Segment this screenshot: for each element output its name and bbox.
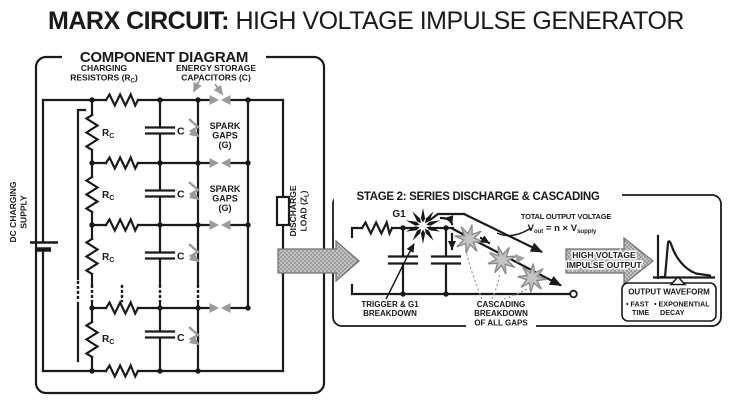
component-title-mask bbox=[62, 48, 266, 65]
stage2-bottom-mask bbox=[466, 318, 536, 331]
spark-gaps-label-1: SPARK bbox=[210, 121, 241, 131]
rc-label-3: RC bbox=[102, 252, 114, 264]
charging-resistors-label-2: RESISTORS (RC) bbox=[70, 73, 138, 85]
rc-label-2: RC bbox=[102, 190, 114, 202]
component-panel-title: COMPONENT DIAGRAM bbox=[80, 49, 248, 66]
junction-nodes bbox=[89, 97, 251, 374]
cascade-spark-3 bbox=[517, 263, 547, 293]
upper-discharge-arrow bbox=[462, 212, 543, 253]
c-label-3: C bbox=[177, 251, 185, 263]
dc-supply-battery-icon bbox=[30, 241, 58, 252]
cascading-leaders bbox=[466, 253, 530, 300]
svg-text:IMPULSE OUTPUT: IMPULSE OUTPUT bbox=[566, 260, 642, 270]
svg-text:DECAY: DECAY bbox=[660, 308, 685, 317]
cascade-spark-2 bbox=[487, 245, 517, 275]
capacitor-pointer-arrow bbox=[193, 80, 202, 93]
svg-text:GAPS: GAPS bbox=[212, 131, 238, 141]
energy-storage-label-2: CAPACITORS (C) bbox=[181, 73, 251, 83]
charging-resistors-label: CHARGING bbox=[81, 63, 128, 73]
panel-connector-arrow-icon bbox=[277, 239, 360, 283]
repeat-stages-ellipsis bbox=[90, 284, 200, 303]
c-label-1: C bbox=[177, 126, 185, 138]
c-label-4: C bbox=[177, 332, 185, 344]
svg-text:GAPS: GAPS bbox=[212, 194, 238, 204]
flow-arrows bbox=[439, 215, 525, 263]
impulse-waveform-curve bbox=[659, 240, 712, 279]
rc-label-1: RC bbox=[102, 128, 114, 140]
vout-leader bbox=[496, 227, 532, 237]
charging-resistors-horizontal bbox=[104, 91, 140, 380]
discharge-load-resistor bbox=[275, 195, 291, 227]
cascading-breakdown-label: CASCADING bbox=[477, 300, 525, 309]
dc-charging-supply-label: DC CHARGINGSUPPLY bbox=[8, 181, 29, 242]
impulse-output-arrow-icon bbox=[565, 236, 654, 286]
svg-text:BREAKDOWN: BREAKDOWN bbox=[474, 309, 528, 318]
svg-text:(G): (G) bbox=[219, 203, 232, 213]
impulse-arrow-label: HIGH VOLTAGE bbox=[572, 250, 636, 260]
energy-storage-capacitors bbox=[144, 126, 176, 339]
svg-text:OF ALL GAPS: OF ALL GAPS bbox=[474, 319, 528, 328]
stage2-panel-title: STAGE 2: SERIES DISCHARGE & CASCADING bbox=[357, 191, 600, 203]
rc-label-4: RC bbox=[102, 334, 114, 346]
page-title: MARX CIRCUIT: HIGH VOLTAGE IMPULSE GENER… bbox=[48, 7, 684, 35]
spark-gaps-label-2: SPARK bbox=[210, 184, 241, 194]
total-output-voltage-label: TOTAL OUTPUT VOLTAGE bbox=[521, 212, 612, 221]
callout-caret-icon bbox=[669, 275, 687, 286]
waveform-bullet-2: • EXPONENTIAL bbox=[654, 300, 710, 309]
g1-spark-core bbox=[413, 217, 433, 235]
stage2-title-mask bbox=[334, 188, 622, 202]
output-waveform-box bbox=[621, 282, 717, 322]
svg-text:BREAKDOWN: BREAKDOWN bbox=[363, 309, 417, 318]
charging-resistors-vertical bbox=[84, 113, 100, 359]
trigger-breakdown-label: TRIGGER & G1 bbox=[361, 300, 419, 309]
trigger-leader-arrow bbox=[385, 243, 415, 300]
g1-label: G1 bbox=[392, 209, 406, 220]
c-label-2: C bbox=[177, 189, 185, 201]
cascade-spark-1 bbox=[454, 224, 484, 254]
waveform-bullet-1: • FAST bbox=[626, 300, 649, 309]
stage2-panel: STAGE 2: SERIES DISCHARGE & CASCADING bbox=[332, 188, 722, 331]
vout-equation: Vout = n × Vsupply bbox=[528, 223, 597, 235]
ladder-wires bbox=[41, 98, 285, 373]
svg-text:(G): (G) bbox=[219, 140, 232, 150]
component-diagram-panel: COMPONENT DIAGRAM CHARGING RESISTORS (RC… bbox=[8, 48, 326, 395]
output-waveform-plot bbox=[652, 234, 716, 280]
output-waveform-title: OUTPUT WAVEFORM bbox=[628, 288, 710, 297]
output-terminal bbox=[569, 289, 578, 299]
discharge-load-label: DISCHARGELOAD (ZL) bbox=[288, 185, 310, 236]
svg-text:TIME: TIME bbox=[632, 308, 649, 317]
sparkgap-pointer-arrow bbox=[213, 83, 224, 96]
energy-storage-label: ENERGY STORAGE bbox=[176, 63, 256, 73]
